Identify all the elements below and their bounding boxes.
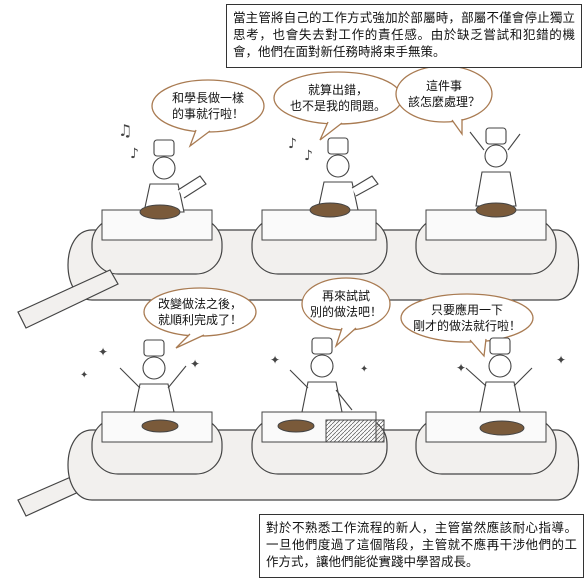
svg-text:✦: ✦ — [190, 357, 200, 371]
svg-text:✦: ✦ — [98, 345, 108, 359]
bubble-3-text: 這件事 該怎麼處理？ — [407, 79, 480, 109]
bubble-2-text: 就算出錯， 也不是我的問題。 — [289, 83, 386, 113]
bubble-6-text: 只要應用一下 剛才的做法就行啦！ — [412, 303, 521, 333]
speech-bubbles — [143, 65, 534, 358]
bubble-4-text: 改變做法之後， 就順利完成了！ — [157, 297, 242, 327]
top-caption: 當主管將自己的工作方式強加於部屬時，部屬不僅會停止獨立思考，也會失去對工作的責任… — [226, 4, 582, 68]
svg-text:♫: ♫ — [118, 121, 132, 140]
bottom-caption: 對於不熟悉工作流程的新人，主管當然應該耐心指導。一旦他們度過了這個階段，主管就不… — [259, 514, 584, 578]
bubble-1-text: 和學長做一樣 的事就行啦！ — [171, 91, 244, 121]
bubble-5-text: 再來試試 別的做法吧！ — [309, 289, 382, 319]
chef-figures — [119, 127, 533, 413]
decorations: ♫ ♪ ♪ ♪ ✦ ✦ ✦ ✦ ✦ ✦ ✦ — [80, 121, 566, 381]
svg-text:♪: ♪ — [304, 148, 313, 164]
food-items — [139, 202, 525, 443]
svg-text:✦: ✦ — [456, 361, 466, 375]
svg-text:✦: ✦ — [360, 364, 368, 375]
svg-text:♪: ♪ — [130, 146, 139, 162]
svg-text:✦: ✦ — [556, 353, 566, 367]
top-conveyor — [67, 209, 580, 301]
svg-text:✦: ✦ — [80, 370, 88, 381]
svg-text:♪: ♪ — [288, 136, 297, 152]
svg-text:✦: ✦ — [270, 353, 280, 367]
